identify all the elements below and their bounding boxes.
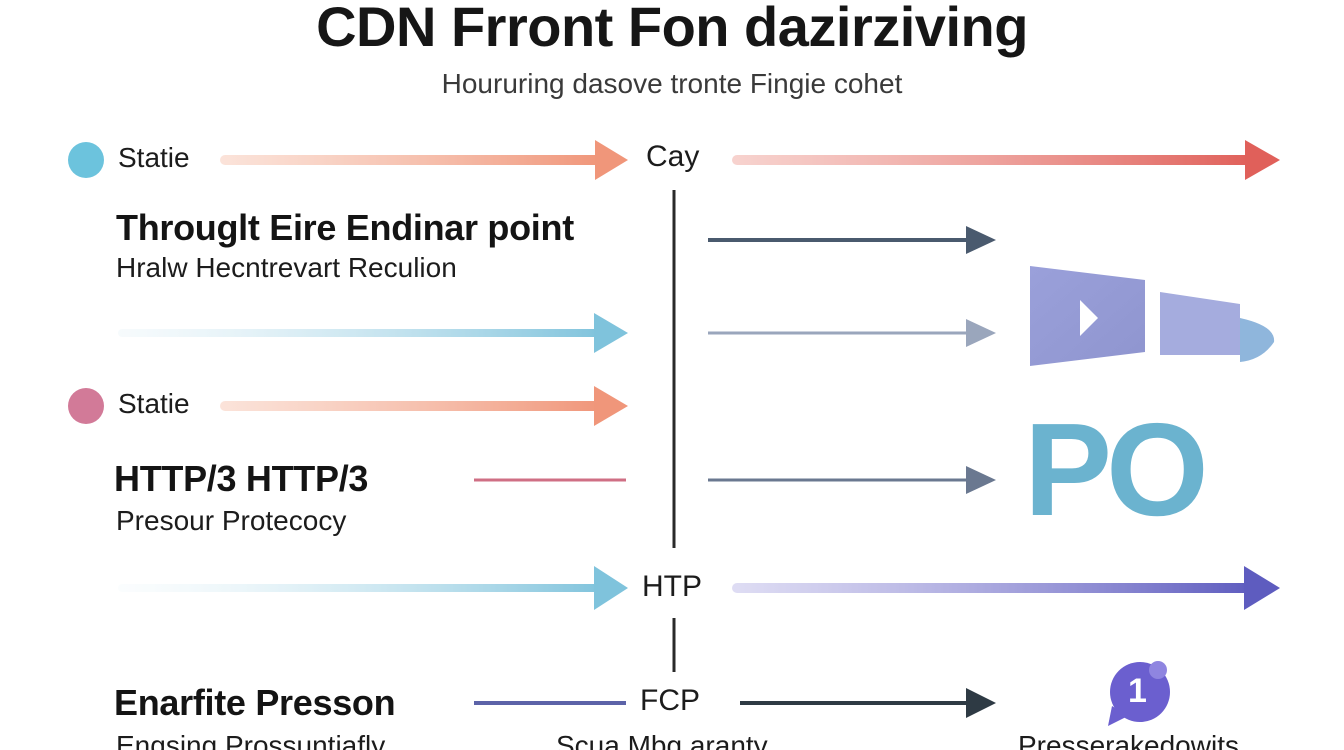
row1-left-arrow	[220, 140, 628, 180]
center-bottom-label: FCP	[640, 684, 700, 717]
center-mid-label: HTP	[642, 570, 702, 603]
row1-label: Statie	[118, 142, 190, 173]
badge-number: 1	[1128, 672, 1147, 710]
row5-title: HTTP/3 HTTP/3	[114, 458, 369, 499]
row6-left-arrow	[118, 566, 628, 610]
row2-title: Througlt Eire Endinar point	[116, 207, 574, 248]
status-dot-blue	[68, 142, 104, 178]
logo-text: PO	[1024, 396, 1209, 543]
row4-label: Statie	[118, 388, 190, 419]
row3-right-arrow	[708, 319, 996, 347]
badge-caption: Presserakedowits	[1018, 730, 1239, 750]
row7-title: Enarfite Presson	[114, 682, 396, 723]
chat-badge-icon	[1108, 661, 1170, 726]
status-dot-pink	[68, 388, 104, 424]
row5-subtitle: Presour Protecocy	[116, 505, 347, 536]
center-top-label: Cay	[646, 140, 700, 173]
row7-subtitle: Engsing Prossuntiafly	[116, 730, 386, 750]
row7-right-arrow	[740, 688, 996, 718]
row5-right-arrow	[708, 466, 996, 494]
diagram-subtitle: Houruring dasove tronte Fingie cohet	[441, 68, 903, 99]
diagram-title: CDN Frront Fon dazirziving	[316, 0, 1028, 58]
play-icon	[1030, 266, 1275, 366]
row2-subtitle: Hralw Hecntrevart Reculion	[116, 252, 457, 283]
row2-right-arrow	[708, 226, 996, 254]
row6-right-arrow	[732, 566, 1280, 610]
row4-left-arrow	[220, 386, 628, 426]
row3-left-arrow	[118, 313, 628, 353]
row1-right-arrow	[732, 140, 1280, 180]
center-bottom-sub: Scua Mbg aranty	[556, 730, 768, 750]
